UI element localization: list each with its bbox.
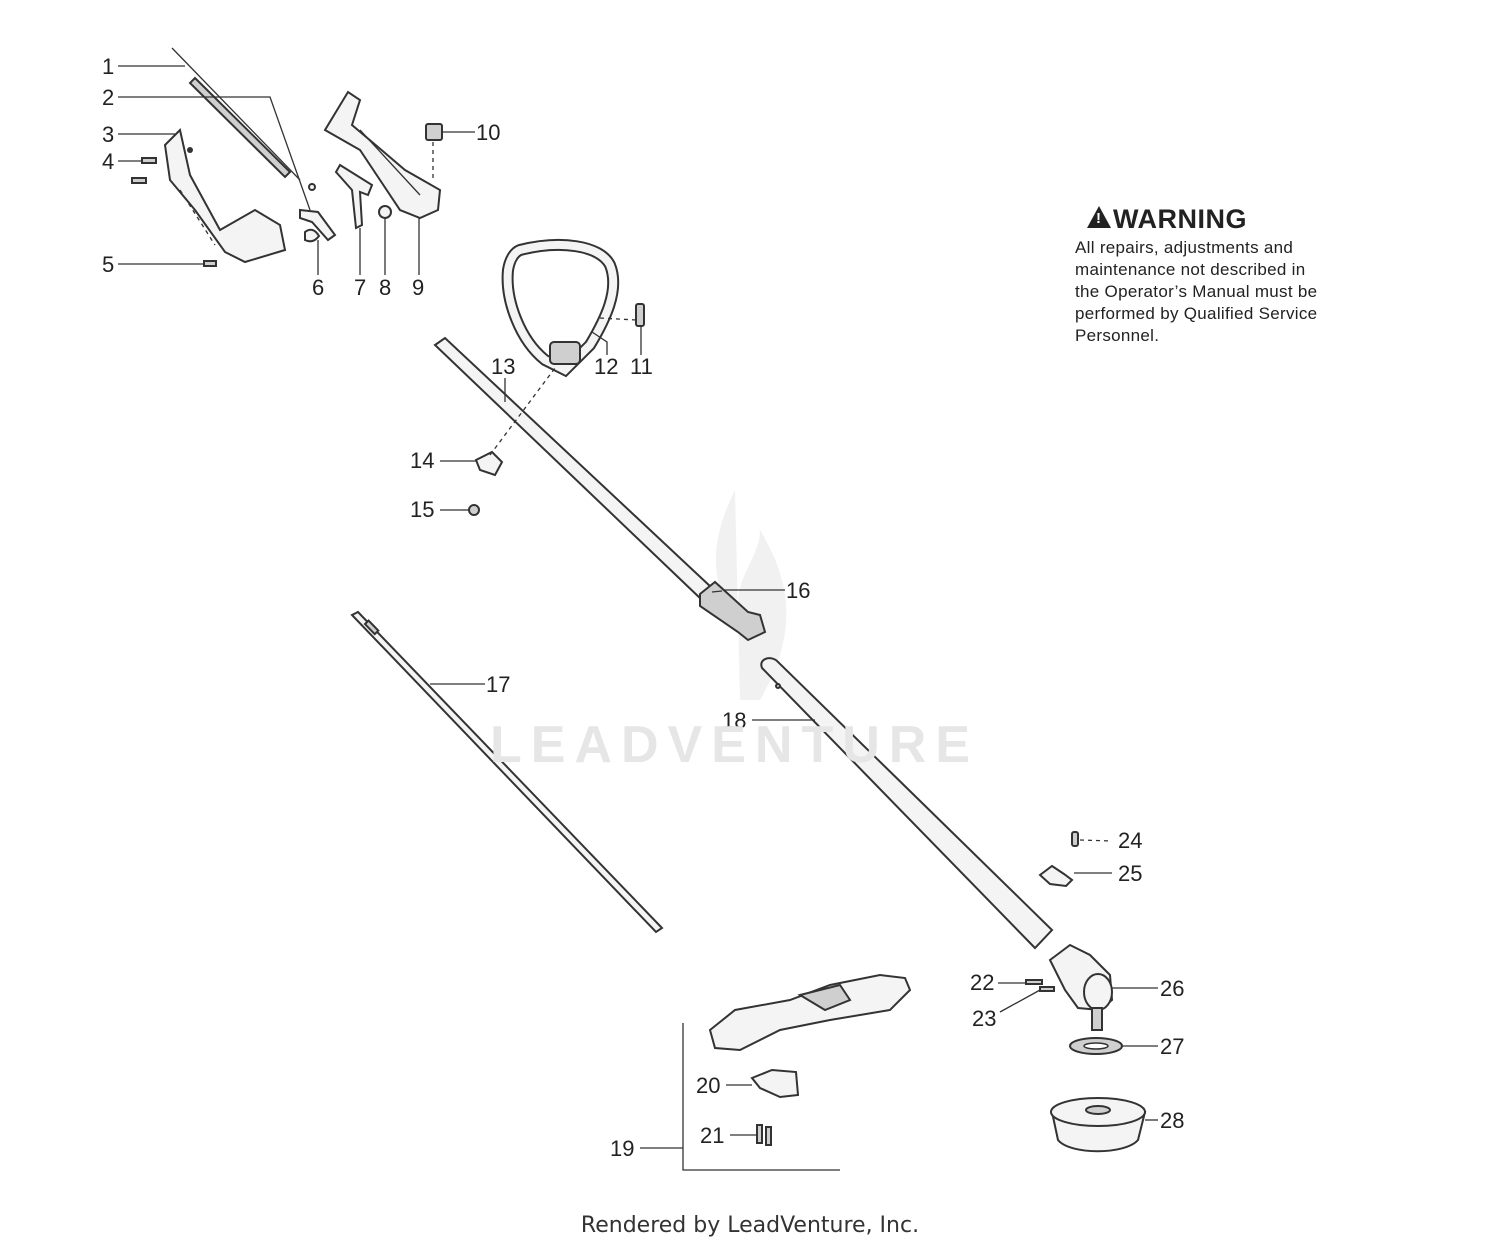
- label-20: 20: [696, 1073, 720, 1098]
- label-28: 28: [1160, 1108, 1184, 1133]
- part-6-spring: [304, 228, 321, 243]
- watermark-text: LEADVENTURE: [490, 716, 980, 774]
- label-14: 14: [410, 448, 434, 473]
- part-25-clamp: [1038, 864, 1074, 888]
- warning-line-5: Personnel.: [1075, 326, 1160, 345]
- label-8: 8: [379, 275, 391, 300]
- part-23-screw: [1039, 986, 1055, 992]
- part-24-screw: [1071, 831, 1113, 847]
- warning-notice: WARNING All repairs, adjustments and mai…: [1075, 204, 1375, 347]
- label-10: 10: [476, 120, 500, 145]
- label-3: 3: [102, 122, 114, 147]
- part-8-spring: [378, 205, 392, 219]
- part-10-switch: [425, 123, 443, 180]
- part-1-throttle-cable: [171, 47, 316, 191]
- label-19: 19: [610, 1136, 634, 1161]
- label-17: 17: [486, 672, 510, 697]
- part-4-screws: [131, 157, 157, 184]
- part-14-clamp: [474, 367, 556, 477]
- label-9: 9: [412, 275, 424, 300]
- label-2: 2: [102, 85, 114, 110]
- label-24: 24: [1118, 828, 1142, 853]
- warning-line-1: All repairs, adjustments and: [1075, 238, 1294, 257]
- warning-line-4: performed by Qualified Service: [1075, 304, 1318, 323]
- part-12-loop-handle: [501, 239, 620, 378]
- label-5: 5: [102, 252, 114, 277]
- label-26: 26: [1160, 976, 1184, 1001]
- warning-line-3: the Operator’s Manual must be: [1075, 282, 1318, 301]
- part-27-washer: [1069, 1037, 1123, 1055]
- label-15: 15: [410, 497, 434, 522]
- warning-title-text: WARNING: [1113, 204, 1247, 234]
- part-9-handle: [323, 90, 442, 220]
- label-23: 23: [972, 1006, 996, 1031]
- part-28-trimmer-head: [1050, 1097, 1147, 1153]
- warning-text: All repairs, adjustments and maintenance…: [1075, 237, 1375, 347]
- label-7: 7: [354, 275, 366, 300]
- label-1: 1: [102, 54, 114, 79]
- part-18-lower-shaft: [760, 657, 1054, 950]
- leader-lines: [118, 65, 1158, 1149]
- warning-triangle-icon: [1087, 206, 1111, 228]
- part-13-upper-shaft: [433, 336, 767, 642]
- footer-credit: Rendered by LeadVenture, Inc.: [580, 1213, 920, 1238]
- label-6: 6: [312, 275, 324, 300]
- label-11: 11: [630, 354, 653, 379]
- label-13: 13: [491, 354, 515, 379]
- part-16-pin: [711, 590, 723, 593]
- part-3-handle-housing: [163, 128, 287, 264]
- warning-title: WARNING: [1075, 204, 1375, 235]
- part-7-throttle-trigger: [334, 163, 374, 230]
- label-22: 22: [970, 970, 994, 995]
- label-21: 21: [700, 1123, 724, 1148]
- watermark-flame-logo: [715, 490, 787, 700]
- part-11-screw: [599, 303, 645, 327]
- label-16: 16: [786, 578, 810, 603]
- part-21-screws: [756, 1124, 772, 1146]
- part-15-knob-screw: [462, 504, 480, 516]
- part-2-trigger-lever: [299, 208, 337, 242]
- label-18: 18: [722, 708, 746, 733]
- part-17-drive-shaft: [350, 610, 664, 934]
- label-27: 27: [1160, 1034, 1184, 1059]
- part-26-gear-head: [1048, 943, 1114, 1031]
- label-25: 25: [1118, 861, 1142, 886]
- label-12: 12: [594, 354, 618, 379]
- part-19-deflector-shield: [682, 973, 912, 1171]
- warning-line-2: maintenance not described in: [1075, 260, 1306, 279]
- part-22-screw: [1025, 979, 1043, 985]
- label-4: 4: [102, 149, 114, 174]
- part-20-bracket: [750, 1068, 800, 1099]
